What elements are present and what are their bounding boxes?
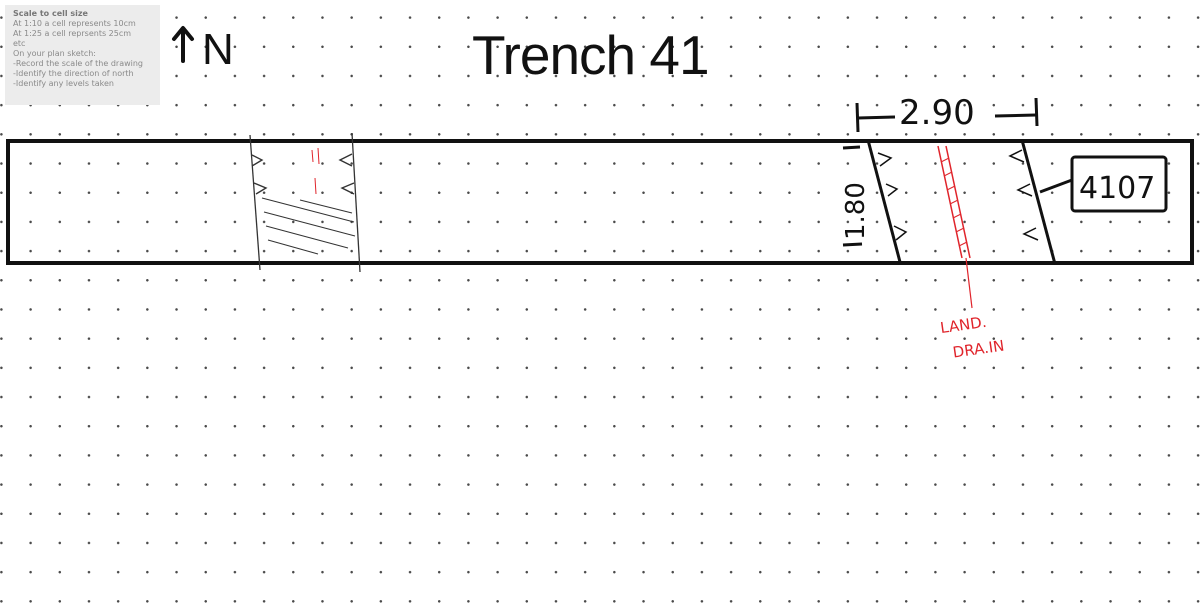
- scale-note-line: At 1:25 a cell reprsents 25cm: [13, 29, 132, 38]
- drain-label-line1: LAND.: [939, 313, 988, 337]
- north-arrow-icon: [172, 26, 194, 63]
- width-dimension-label: 2.90: [899, 93, 975, 133]
- drain-label-line2: DRA.IN: [952, 337, 1006, 362]
- scale-note-panel: Scale to cell size At 1:10 a cell repres…: [5, 5, 160, 105]
- context-number: 4107: [1079, 171, 1155, 206]
- height-dimension-label: 1.80: [841, 182, 871, 240]
- left-feature[interactable]: [249, 132, 361, 273]
- right-feature[interactable]: [866, 139, 1057, 265]
- scale-note-line: etc: [13, 39, 26, 48]
- page-title[interactable]: Trench 41: [472, 24, 710, 86]
- land-drain[interactable]: [937, 145, 973, 309]
- scale-note-line: On your plan sketch:: [13, 49, 96, 58]
- scale-note-line: At 1:10 a cell represents 10cm: [13, 19, 136, 28]
- scale-note-heading: Scale to cell size: [13, 9, 88, 18]
- north-label: N: [202, 25, 234, 74]
- width-dimension[interactable]: 2.90: [855, 93, 1039, 133]
- scale-note-line: -Identify the direction of north: [13, 69, 134, 78]
- context-label[interactable]: 4107: [1039, 155, 1168, 213]
- trench-outline[interactable]: [6, 139, 1194, 265]
- scale-note-line: -Record the scale of the drawing: [13, 59, 144, 68]
- height-dimension[interactable]: 1.80: [841, 145, 871, 247]
- scale-note-line: -Identify any levels taken: [13, 79, 114, 88]
- drain-label[interactable]: LAND. DRA.IN: [939, 311, 1005, 363]
